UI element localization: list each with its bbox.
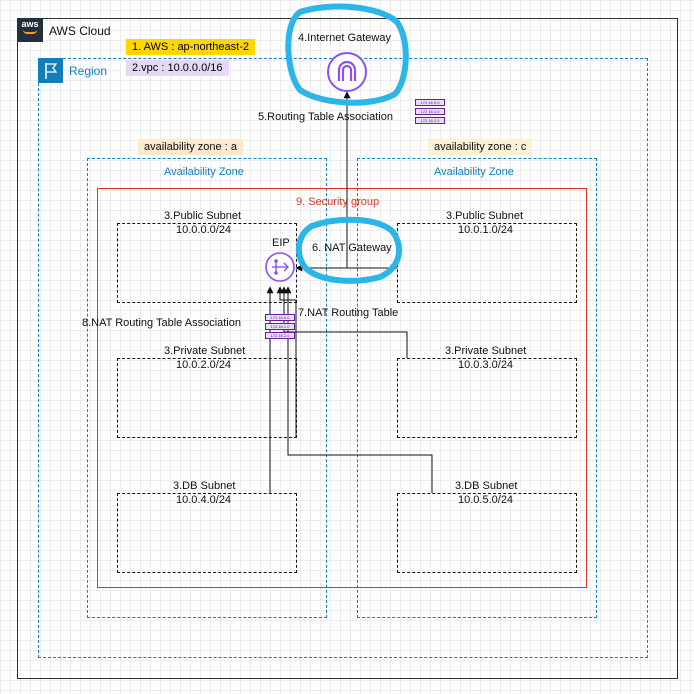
db-c-to-eip-line [284,286,433,493]
private-subnet-c-cidr: 10.0.3.0/24 [458,359,514,371]
route-entry: 172.16.2.0 [265,332,295,339]
nat-routing-table-icon: 172.16.0.0 172.16.1.0 172.16.2.0 [265,314,295,341]
availability-zone-c[interactable] [357,158,597,618]
nat-routing-table-label: 7.NAT Routing Table [298,307,399,319]
db-subnet-c[interactable] [397,493,577,573]
availability-zone-a[interactable] [87,158,327,618]
route-entry: 172.16.0.0 [265,314,295,321]
private-subnet-a-cidr: 10.0.2.0/24 [176,359,232,371]
nat-gateway-label: 6. NAT Gateway [312,242,392,254]
aws-cloud-container[interactable] [17,18,678,679]
private-subnet-a-name: 3.Private Subnet [164,345,246,357]
aws-logo-icon: aws [17,18,43,42]
security-group-title: 9. Security group [296,196,380,208]
private-subnet-c-name: 3.Private Subnet [445,345,527,357]
routing-table-association-icon: 172.16.0.0 172.16.1.0 172.16.2.0 [415,99,445,126]
availability-zone-c-tag: availability zone : c [428,139,533,155]
public-subnet-a-cidr: 10.0.0.0/24 [176,224,232,236]
availability-zone-a-tag: availability zone : a [138,139,243,155]
route-entry: 172.16.1.0 [265,323,295,330]
availability-zone-a-title: Availability Zone [164,166,244,178]
private-c-to-eip-line [280,286,408,358]
eip-label: EIP [272,237,290,249]
db-subnet-c-name: 3.DB Subnet [455,480,518,492]
aws-logo-text: aws [21,19,39,29]
public-subnet-c-name: 3.Public Subnet [446,210,524,222]
region-flag-icon [38,58,63,83]
db-subnet-a[interactable] [117,493,297,573]
public-subnet-c-cidr: 10.0.1.0/24 [458,224,514,236]
route-entry: 172.16.0.0 [415,99,445,106]
db-subnet-a-cidr: 10.0.4.0/24 [176,494,232,506]
security-group[interactable] [97,188,587,588]
internet-gateway-label: 4.Internet Gateway [298,32,391,44]
public-subnet-a-name: 3.Public Subnet [164,210,242,222]
vpc-tag: 2.vpc : 10.0.0.0/16 [126,60,229,76]
private-subnet-c[interactable] [397,358,577,438]
region-tag: 1. AWS : ap-northeast-2 [126,39,255,55]
availability-zone-c-title: Availability Zone [434,166,514,178]
eip-icon[interactable] [264,251,296,283]
region-title: Region [69,64,108,78]
route-entry: 172.16.1.0 [415,108,445,115]
nat-gateway-highlight [295,216,402,284]
internet-gateway-icon[interactable] [326,51,368,93]
route-entry: 172.16.2.0 [415,117,445,124]
aws-cloud-title: AWS Cloud [49,24,111,38]
public-subnet-a[interactable] [117,223,297,303]
routing-table-association-label: 5.Routing Table Association [258,111,393,123]
internet-gateway-highlight [285,3,409,106]
db-subnet-c-cidr: 10.0.5.0/24 [458,494,514,506]
db-subnet-a-name: 3.DB Subnet [173,480,236,492]
nat-routing-table-association-label: 8.NAT Routing Table Association [82,317,241,329]
